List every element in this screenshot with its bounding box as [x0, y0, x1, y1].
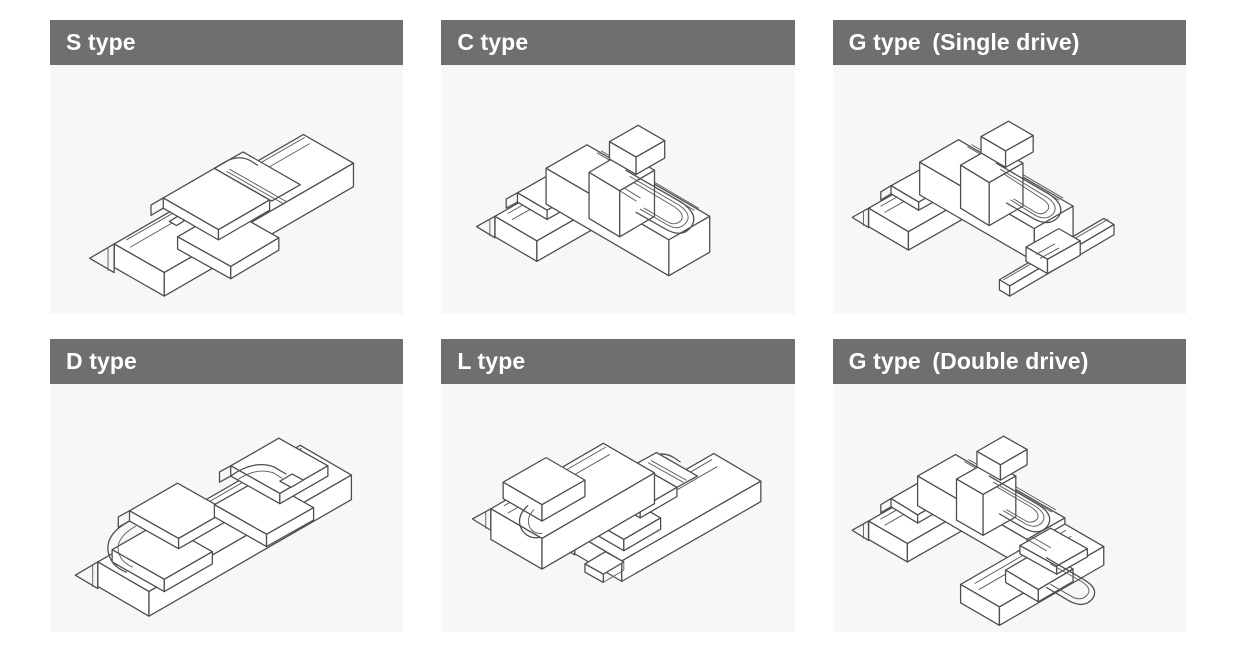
panel-header-l-type: L type — [441, 338, 795, 384]
panel-d-type: D type — [50, 338, 404, 632]
diagram-c-type — [476, 124, 711, 277]
panel-c-type: C type — [441, 20, 795, 314]
panel-s-type: S type — [50, 20, 404, 314]
diagram-g-type-single — [851, 120, 1115, 297]
panel-header-g-type-single: G type (Single drive) — [832, 20, 1186, 65]
panel-header-g-type-double: G type (Double drive) — [832, 338, 1186, 384]
diagram-s-type — [88, 133, 355, 297]
panel-l-type: L type — [441, 338, 795, 632]
panel-title-g-type-single: G type (Single drive) — [848, 29, 1080, 55]
diagram-g-type-double — [851, 435, 1105, 626]
panel-body-d-type — [50, 383, 404, 632]
panel-g-type-single: G type (Single drive) — [832, 20, 1186, 314]
panel-title-d-type: D type — [66, 347, 137, 374]
panel-body-c-type — [441, 65, 795, 314]
panel-title-l-type: L type — [457, 347, 526, 374]
diagram-l-type — [472, 442, 762, 583]
diagram-d-type — [74, 437, 353, 617]
panel-title-s-type: S type — [66, 29, 136, 55]
panel-header-d-type: D type — [50, 338, 404, 384]
panel-body-g-type-double — [832, 383, 1186, 632]
panel-body-l-type — [441, 383, 795, 632]
panel-body-g-type-single — [832, 65, 1186, 314]
panel-header-s-type: S type — [50, 20, 404, 65]
panel-header-c-type: C type — [441, 20, 795, 65]
panel-title-g-type-double: G type (Double drive) — [848, 347, 1089, 374]
panel-g-type-double: G type (Double drive) — [832, 338, 1186, 632]
panel-body-s-type — [50, 65, 404, 314]
panel-title-c-type: C type — [457, 29, 529, 55]
